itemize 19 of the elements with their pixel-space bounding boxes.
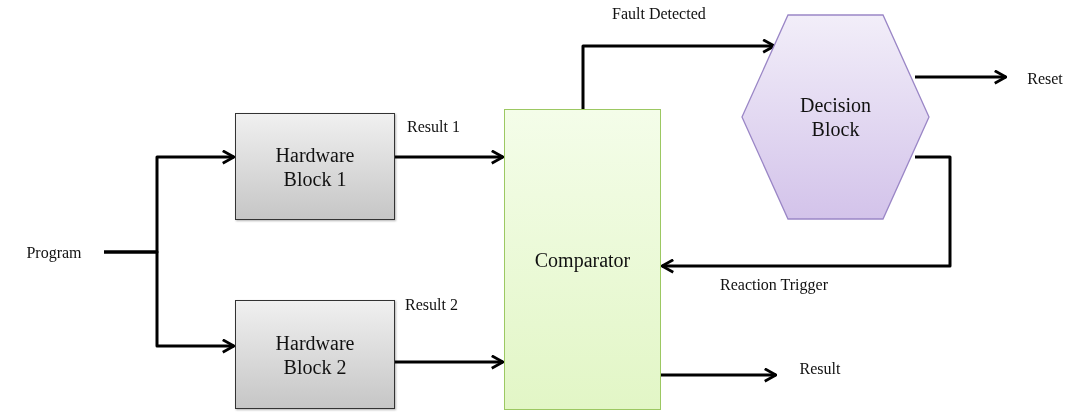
node-label: Comparator [534, 247, 631, 272]
process-box [235, 113, 395, 220]
signal-label: Program [26, 243, 82, 263]
node-label: Decision Block [798, 93, 873, 141]
arrow [661, 367, 778, 383]
signal-label: Reset [1027, 69, 1063, 89]
arrow [395, 149, 505, 165]
signal-label: Result [799, 359, 841, 379]
edge-label: Reaction Trigger [718, 276, 830, 294]
node-label: Hardware Block 1 [274, 142, 356, 191]
arrow [915, 69, 1008, 85]
node-label: Hardware Block 2 [274, 330, 356, 379]
arrow [395, 354, 505, 370]
decision-hexagon [741, 14, 930, 220]
arrow [660, 155, 952, 274]
arrow [581, 38, 776, 109]
arrow [104, 250, 236, 354]
process-box [235, 300, 395, 409]
comparator-box [504, 109, 661, 410]
